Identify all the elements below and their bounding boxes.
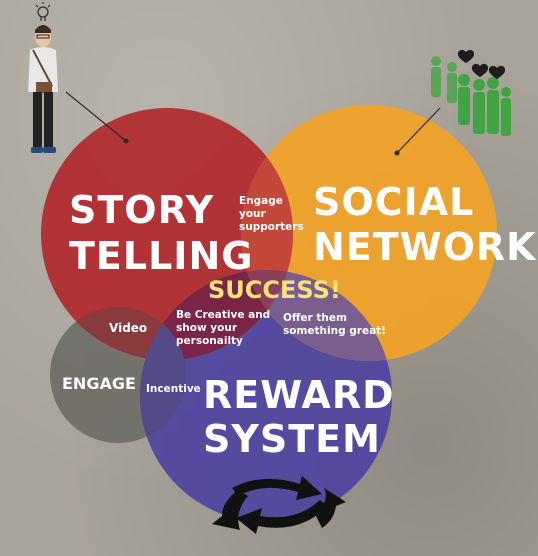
creative-line2: show your [176, 322, 238, 334]
engage-supporters-line1: Engage [239, 195, 283, 207]
story-reward-overlap [140, 270, 293, 360]
crowd-icon [431, 56, 511, 136]
creative-line3: personailty [176, 335, 243, 347]
incentive-label: Incentive [146, 383, 201, 395]
story-telling-line1: STORY [69, 188, 214, 232]
engage-supporters-line3: supporters [239, 221, 304, 233]
engage-label: ENGAGE [62, 374, 136, 393]
crowd-pointer-line [396, 107, 441, 154]
cycle-arrows-icon [212, 476, 346, 534]
success-label: SUCCESS! [208, 276, 341, 304]
social-network-line1: SOCIAL [313, 180, 474, 224]
reward-system-line2: SYSTEM [203, 417, 381, 461]
lightbulb-icon [35, 2, 51, 21]
story-telling-line2: TELLING [69, 234, 253, 278]
social-network-line2: NETWORK [313, 225, 537, 269]
creative-line1: Be Creative and [176, 309, 270, 321]
video-label: Video [109, 321, 147, 335]
offer-line2: something great! [283, 325, 386, 337]
person-pointer-line [65, 91, 127, 142]
crowd-pointer-dot [394, 150, 400, 156]
reward-system-line1: REWARD [203, 373, 395, 417]
offer-line1: Offer them [283, 312, 347, 324]
social-reward-overlap [241, 270, 392, 361]
engage-supporters-line2: your [239, 208, 267, 220]
heart-icon [457, 49, 506, 79]
person-icon [28, 25, 58, 153]
person-pointer-dot [123, 138, 129, 144]
